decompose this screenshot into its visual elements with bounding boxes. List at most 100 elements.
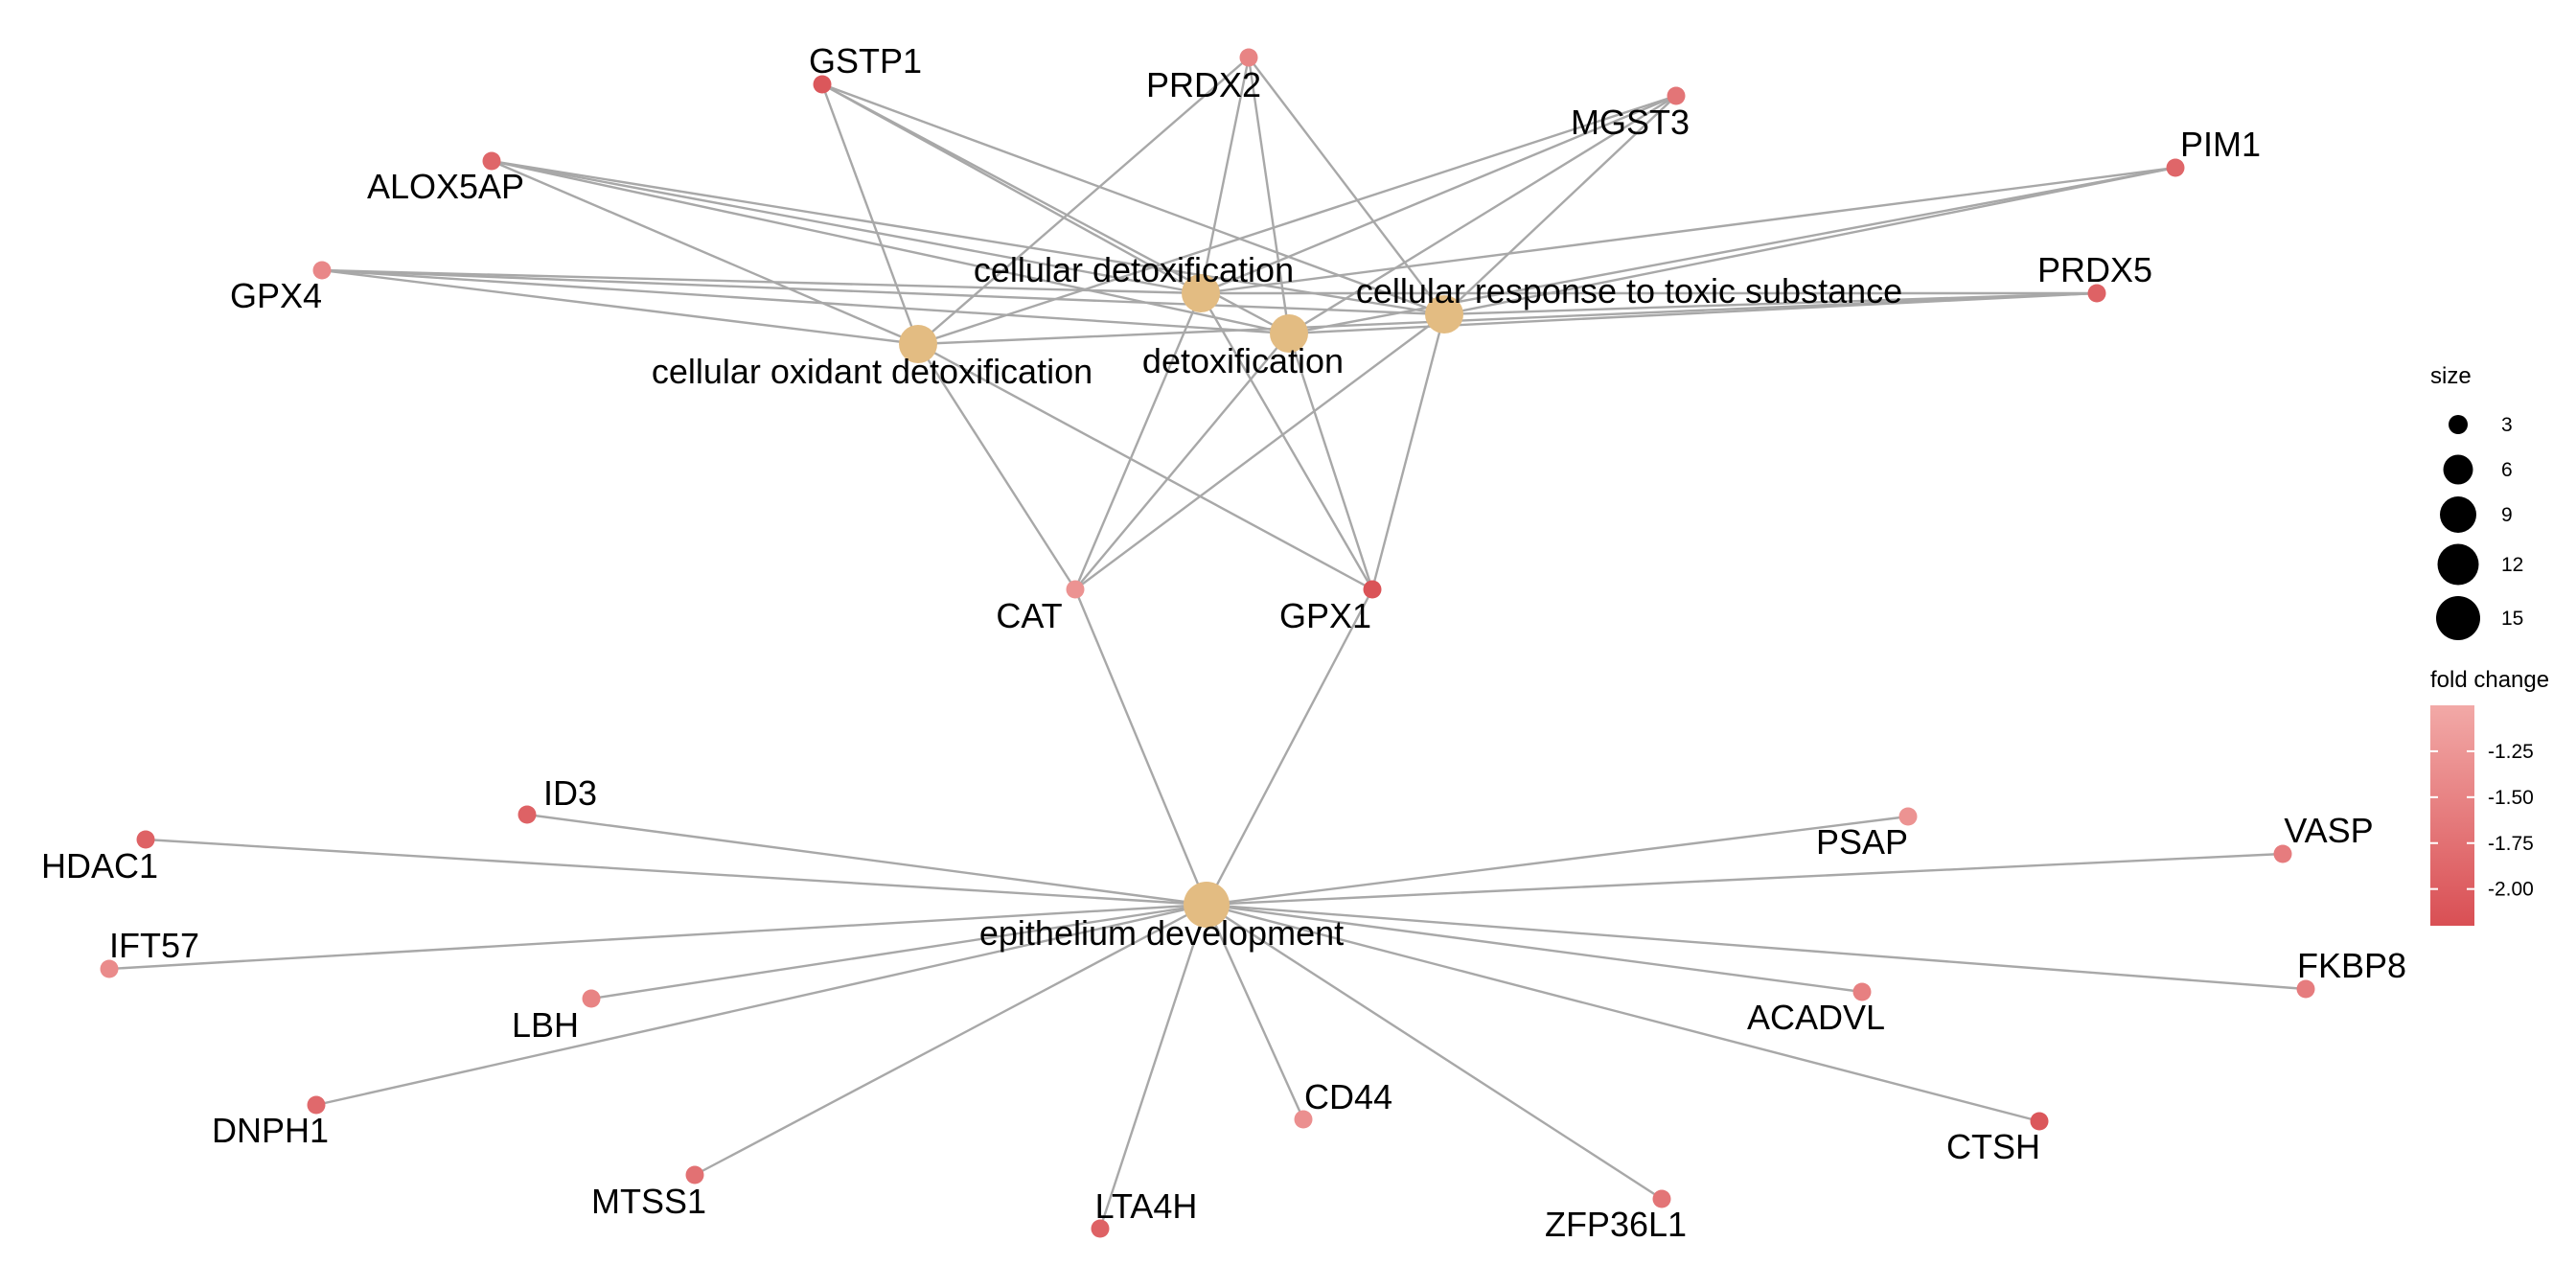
edge-MGST3-cod [917,94,1677,346]
gene-label-zfp36l1: ZFP36L1 [1545,1205,1687,1244]
edge-GSTP1-cod [820,83,920,345]
edge-DNPH1-epi [315,903,1208,1107]
fold-change-tick-label: -1.25 [2488,741,2534,763]
fold-change-tick-label: -1.50 [2488,787,2534,809]
edge-PRDX2-cd [1199,57,1251,294]
gene-node-mgst3 [1667,86,1686,105]
edge-CAT-cd [1073,292,1203,590]
fold-change-legend-title: fold change [2430,667,2549,693]
gene-node-hdac1 [136,830,155,849]
gene-label-vasp: VASP [2284,811,2373,850]
edge-ACADVL-epi [1206,903,1863,994]
edge-ZFP36L1-epi [1206,903,1663,1201]
edge-GPX4-crts [321,268,1445,316]
edge-CAT-det [1074,333,1290,590]
edge-PIM1-cd [1200,166,2176,295]
size-legend-dot-3 [2449,415,2468,434]
gene-label-dnph1: DNPH1 [212,1111,329,1150]
labels-layer: cellular oxidant detoxification cellular … [41,41,2406,1244]
gene-node-cat [1066,580,1085,599]
gene-label-ctsh: CTSH [1946,1127,2040,1166]
gene-label-prdx5: PRDX5 [2037,250,2152,289]
edge-GPX1-cd [1199,292,1374,590]
edge-GPX1-epi [1205,588,1374,906]
edge-FKBP8-epi [1206,903,2307,991]
category-node-cod [899,325,937,363]
gene-node-psap [1898,807,1918,826]
fold-change-tick-label: -2.00 [2488,879,2534,901]
gene-node-ift57 [100,959,119,978]
edge-CTSH-epi [1206,903,2040,1123]
fold-change-ticks: -1.25 -1.50 -1.75 -2.00 [2430,741,2534,901]
gene-node-dnph1 [307,1095,326,1115]
gene-label-acadvl: ACADVL [1747,998,1885,1037]
size-legend-dot-15 [2436,596,2480,640]
gene-label-gpx4: GPX4 [230,276,322,315]
gene-node-acadvl [1852,982,1872,1001]
size-legend-dot-9 [2440,496,2476,533]
gene-label-hdac1: HDAC1 [41,846,158,886]
gene-node-cd44 [1294,1110,1313,1129]
gene-node-pim1 [2166,158,2185,177]
category-label-cod: cellular oxidant detoxification [652,352,1092,391]
gene-label-fkbp8: FKBP8 [2297,946,2406,985]
edge-LBH-epi [590,903,1208,1000]
gene-node-fkbp8 [2296,979,2315,999]
edge-PRDX2-crts [1248,57,1445,315]
gene-label-cat: CAT [996,596,1062,635]
gene-node-gstp1 [813,75,832,94]
edge-GPX4-cod [321,268,919,346]
edge-GPX1-cod [917,342,1373,591]
size-legend-label-6: 6 [2501,459,2513,481]
category-node-epi [1184,882,1230,928]
category-node-det [1270,314,1308,353]
edge-PRDX5-crts [1443,291,2098,316]
gene-label-psap: PSAP [1816,822,1908,862]
gene-label-pim1: PIM1 [2180,125,2261,164]
edge-CAT-epi [1073,588,1208,906]
edges-layer [108,57,2307,1230]
category-label-cd: cellular detoxification [974,250,1294,289]
edge-GPX1-det [1287,333,1374,590]
gene-node-gpx4 [312,261,332,280]
gene-label-alox5ap: ALOX5AP [367,167,524,206]
fold-change-tick-label: -1.75 [2488,833,2534,855]
category-label-crts: cellular response to toxic substance [1356,271,1902,310]
edge-CD44-epi [1205,904,1305,1120]
gene-node-mtss1 [685,1165,704,1184]
edge-ALOX5AP-cod [491,159,919,346]
edge-ALOX5AP-crts [491,159,1445,316]
size-legend-label-12: 12 [2501,554,2523,576]
gene-label-cd44: CD44 [1304,1077,1392,1116]
category-node-cd [1182,274,1220,312]
gene-node-lta4h [1091,1219,1110,1238]
edge-VASP-epi [1206,852,2284,907]
gene-label-mtss1: MTSS1 [591,1182,706,1221]
edge-PIM1-crts [1443,166,2176,316]
gene-label-prdx2: PRDX2 [1146,65,1261,104]
gene-label-gstp1: GSTP1 [809,41,922,80]
gene-node-vasp [2273,844,2292,863]
gene-node-id3 [518,805,537,824]
gene-node-ctsh [2030,1112,2049,1131]
category-label-det: detoxification [1142,341,1344,380]
size-legend-label-3: 3 [2501,414,2513,436]
gene-label-mgst3: MGST3 [1571,103,1690,142]
category-node-crts [1425,295,1463,334]
size-legend-label-15: 15 [2501,608,2523,630]
gene-label-ift57: IFT57 [109,926,199,965]
edge-PSAP-epi [1206,815,1909,907]
edge-LTA4H-epi [1098,904,1208,1230]
fold-change-colorbar [2430,705,2474,926]
gene-label-id3: ID3 [543,773,597,813]
size-legend-title: size [2430,363,2472,389]
gene-node-zfp36l1 [1652,1189,1671,1208]
edge-GPX1-crts [1370,313,1446,590]
gene-node-prdx5 [2087,284,2106,303]
edge-CAT-cod [916,343,1077,590]
edge-IFT57-epi [108,903,1208,971]
gene-label-lta4h: LTA4H [1095,1186,1198,1226]
